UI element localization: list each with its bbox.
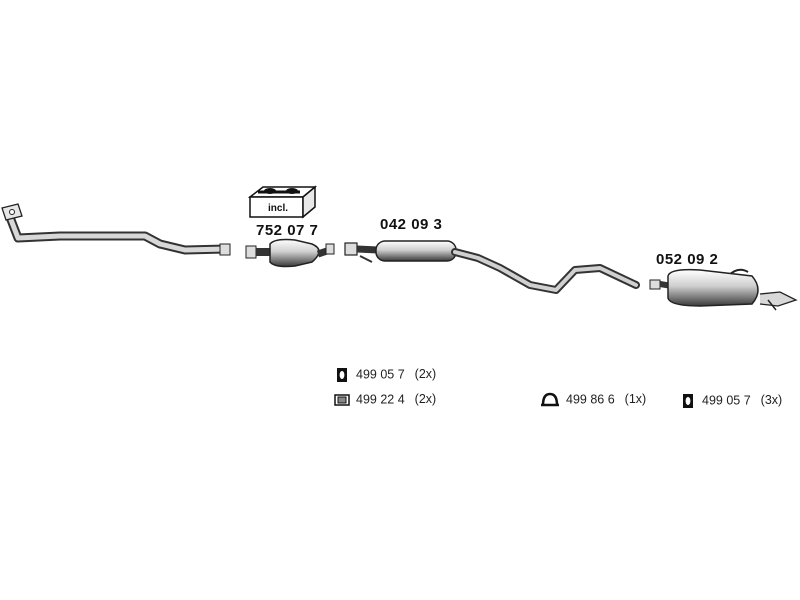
rear-silencer-part-number: 052 09 2 (656, 251, 719, 268)
incl-label: incl. (268, 203, 289, 214)
catalytic-converter (245, 238, 335, 268)
front-pipe (1, 203, 231, 256)
accessory-row: 499 86 6 (1x) (540, 392, 646, 408)
middle-silencer (344, 240, 640, 294)
accessory-number: 499 86 6 (566, 392, 615, 407)
accessory-row: 499 05 7 (2x) (334, 366, 436, 384)
accessory-quantity: (2x) (414, 392, 437, 407)
rubber-hanger-icon (337, 368, 347, 382)
rear-silencer (649, 268, 798, 311)
accessory-quantity: (3x) (760, 393, 783, 408)
accessory-quantity: (1x) (624, 392, 647, 407)
mounting-clamp-icon (334, 394, 350, 406)
pipe-clamp-icon (541, 392, 559, 407)
rubber-hanger-icon (683, 394, 693, 408)
accessory-number: 499 22 4 (356, 392, 405, 407)
middle-silencer-part-number: 042 09 3 (380, 216, 443, 233)
accessory-row: 499 05 7 (3x) (680, 392, 782, 410)
accessory-row: 499 22 4 (2x) (334, 392, 436, 408)
gasket-kit-box-icon (247, 185, 318, 219)
catalyst-part-number: 752 07 7 (256, 222, 319, 239)
accessory-number: 499 05 7 (702, 393, 751, 408)
accessory-number: 499 05 7 (356, 367, 405, 382)
accessory-quantity: (2x) (414, 367, 437, 382)
